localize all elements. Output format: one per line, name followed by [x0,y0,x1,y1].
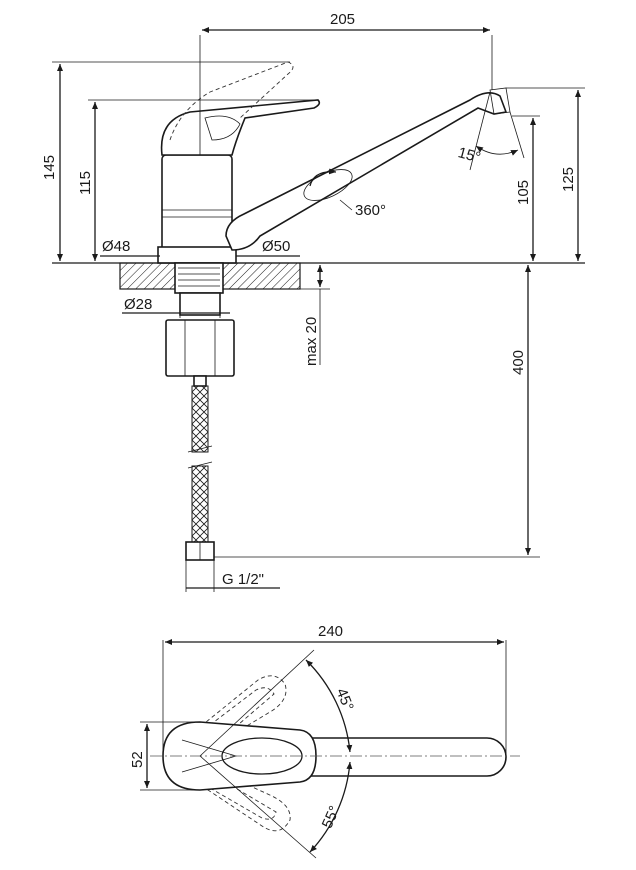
faucet-body [161,154,233,256]
handle [160,99,321,156]
handle-rotated-55 [189,769,291,832]
angle-55-ray [199,755,317,859]
dim-max20-label: max 20 [303,317,320,366]
handle-rotated-45 [189,675,287,746]
thread-label: G 1/2" [222,571,264,588]
handle-raised-outline [169,61,294,141]
spout [225,92,508,251]
shank [179,292,221,316]
dim-52-label: 52 [129,751,146,768]
spout-angle-label: 15° [456,144,482,166]
spout-rotation-label: 360° [355,202,386,219]
dim-125-label: 125 [560,167,577,192]
dim-205-label: 205 [330,11,355,28]
faucet-base [157,246,237,264]
side-view: 360° 15° 205 145 115 125 105 Ø48 Ø50 [41,11,585,592]
spout-angle-arc [475,145,519,156]
hose-upper [191,385,209,453]
hose-connector-top [193,375,207,387]
spout-angle-line-1 [469,91,491,171]
rotation-leader [339,199,353,211]
dim-50-label: Ø50 [262,238,290,255]
angle-45-ray [199,649,315,757]
dim-28-label: Ø28 [124,296,152,313]
dim-240-label: 240 [318,623,343,640]
dim-105-label: 105 [515,180,532,205]
handle-rotated-55-inner [209,785,277,820]
dim-145-label: 145 [41,155,58,180]
angle-55-arc [309,761,353,853]
spout-angle-line-2 [509,111,525,159]
mounting-nut [165,319,235,377]
handle-rotated-45-inner [209,687,275,731]
rotation-arrow [309,168,337,187]
dim-48-label: Ø48 [102,238,130,255]
handle-cap [204,115,241,141]
hose-lower [191,465,209,543]
dim-400-label: 400 [510,350,527,375]
angle-45-label: 45° [333,686,357,713]
shank-thread [174,262,224,294]
angle-45-arc [305,659,353,753]
dim-115-label: 115 [77,171,94,195]
rotation-ellipse [303,169,353,201]
top-view: 240 45° 55° 52 [129,623,520,859]
